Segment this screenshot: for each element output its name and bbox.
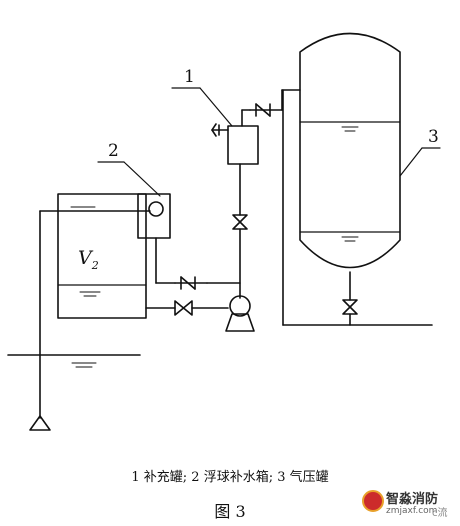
watermark: 智淼消防 zmjaxf.com c流 [362, 488, 458, 522]
volume-label: V2 [78, 247, 99, 272]
leader-line-2 [97, 161, 161, 197]
volume-symbol: V [78, 247, 94, 269]
leader-line-1 [171, 87, 233, 127]
watermark-logo-icon [362, 490, 384, 512]
watermark-url: zmjaxf.com [386, 506, 438, 516]
makeup-inlet-pipe [39, 210, 151, 419]
ground-support [29, 415, 51, 431]
figure-legend: 1 补充罐; 2 浮球补水箱; 3 气压罐 [131, 470, 329, 485]
volume-subscript: 2 [91, 259, 99, 272]
outlet-check-valve [174, 276, 208, 290]
float-valve-box [137, 193, 171, 239]
figure-title: 图 3 [214, 502, 246, 521]
float-makeup-tank-water-mark-lower [79, 291, 101, 297]
pump [225, 295, 255, 332]
pressure-tank-drain-pipe [282, 271, 433, 326]
label-3: 3 [428, 127, 439, 147]
label-2: 2 [108, 141, 119, 161]
pressure-tank-water-mark-lower [341, 236, 359, 242]
top-feed-pipe [241, 89, 301, 326]
suction-valve [174, 300, 193, 316]
supplemental-tank [227, 125, 259, 165]
watermark-tail: c流 [432, 508, 448, 519]
makeup-outlet-pipe [155, 237, 241, 284]
pressure-tank-drain-valve [342, 299, 358, 315]
label-1: 1 [184, 67, 195, 87]
supplemental-tank-relief-valve [211, 123, 229, 137]
pressure-tank [299, 32, 401, 269]
float-makeup-tank [57, 193, 147, 319]
watermark-name: 智淼消防 [386, 492, 439, 507]
leader-line-3 [399, 147, 441, 177]
reservoir-water-line [7, 354, 141, 368]
riser-valve [232, 214, 248, 230]
top-check-valve [249, 103, 283, 117]
pressure-tank-water-mark-upper [341, 126, 359, 132]
